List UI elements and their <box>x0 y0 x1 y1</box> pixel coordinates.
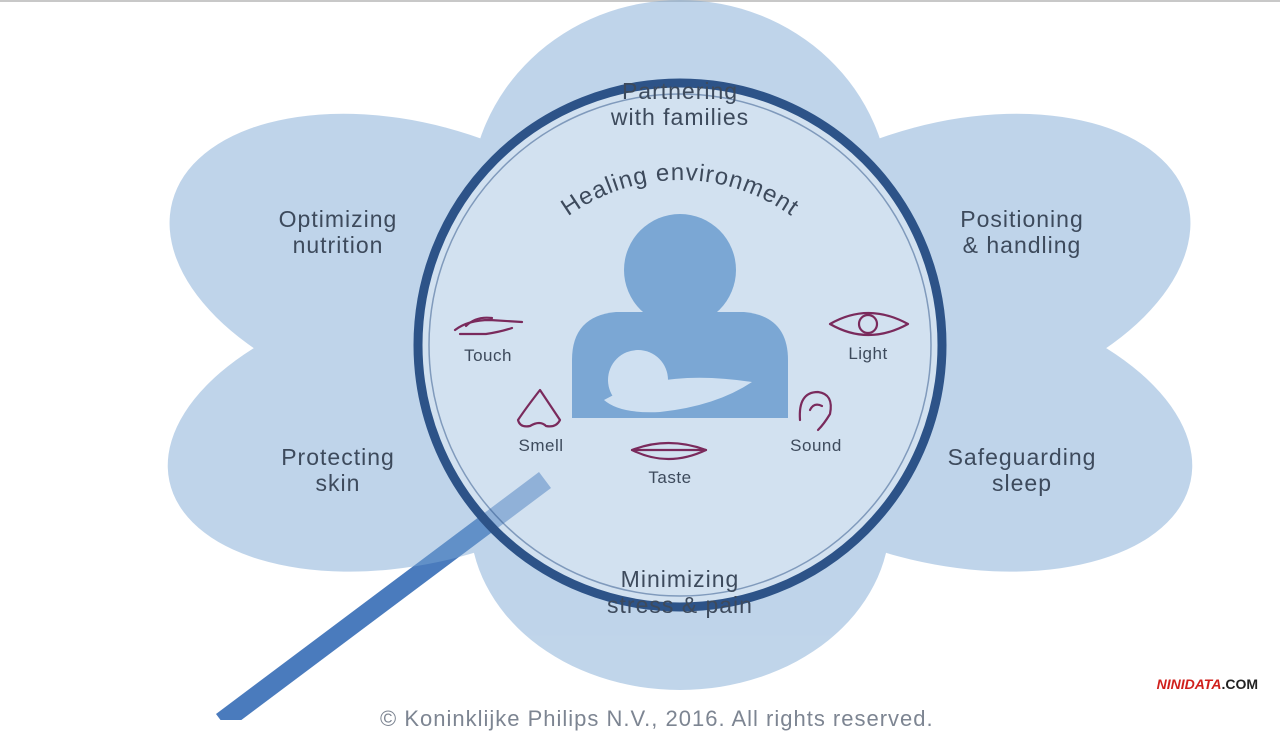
eye-icon <box>828 311 910 337</box>
ear-icon <box>798 390 832 432</box>
petal-upper-right <box>709 113 1191 417</box>
watermark-logo: NINIDATA.COM <box>1156 676 1258 692</box>
nose-icon <box>516 388 562 428</box>
sense-label-sound: Sound <box>790 436 842 455</box>
copyright-text: © Koninklijke Philips N.V., 2016. All ri… <box>380 706 934 731</box>
parent-holding-infant-icon <box>572 214 788 418</box>
petal-bottom <box>470 350 890 690</box>
petal-upper-left <box>169 113 651 417</box>
petal-label-upper-right: Positioning& handling <box>960 206 1084 258</box>
sense-label-light: Light <box>848 344 888 363</box>
petal-lower-right <box>707 288 1193 572</box>
petal-top <box>470 0 890 400</box>
top-border <box>0 0 1280 2</box>
hand-icon <box>453 316 524 336</box>
petals <box>167 0 1193 690</box>
lips-icon <box>630 441 708 460</box>
sense-label-taste: Taste <box>648 468 692 487</box>
sense-label-touch: Touch <box>464 346 512 365</box>
petal-lower-left <box>167 288 653 572</box>
sense-label-smell: Smell <box>518 436 564 455</box>
